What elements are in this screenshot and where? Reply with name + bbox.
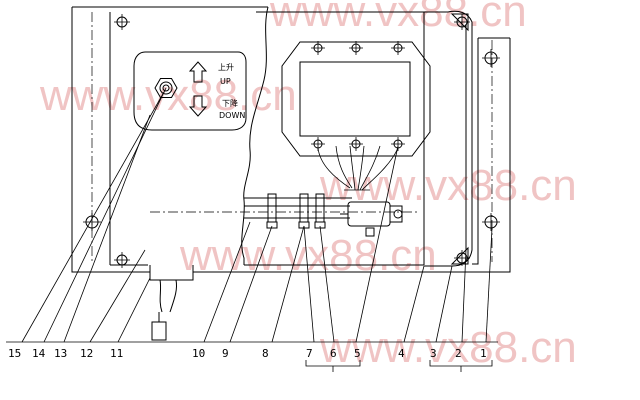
part-label-15: 15 [8, 347, 21, 360]
part-label-5: 5 [354, 347, 361, 360]
watermark-top: www.vx88.cn [269, 0, 527, 36]
terminal-top-1-icon [311, 41, 325, 55]
screw-bottom-right-icon [454, 250, 470, 266]
terminal-top-3-icon [391, 41, 405, 55]
label-up-en: UP [220, 77, 231, 86]
clamp-1-icon [266, 193, 278, 229]
part-label-11: 11 [110, 347, 123, 360]
watermark-left: www.vx88.cn [39, 71, 297, 120]
part-label-14: 14 [32, 347, 46, 360]
part-label-8: 8 [262, 347, 269, 360]
part-label-13: 13 [54, 347, 67, 360]
leader-lines [6, 87, 498, 343]
part-label-9: 9 [222, 347, 229, 360]
terminal-bottom-2-icon [349, 137, 363, 151]
cable-rail [244, 193, 403, 237]
part-label-3: 3 [430, 347, 437, 360]
part-label-1: 1 [480, 347, 487, 360]
cabinet-frame [71, 6, 511, 273]
watermark-right: www.vx88.cn [319, 161, 577, 210]
screw-bottom-left-icon [114, 252, 130, 268]
part-label-6: 6 [330, 347, 337, 360]
screw-right-upper-icon [482, 49, 500, 67]
relay-icon [340, 201, 403, 237]
screw-top-right-icon [454, 14, 470, 30]
part-label-2: 2 [455, 347, 462, 360]
wiring-bundle [317, 145, 399, 191]
label-down-en: DOWN [219, 111, 245, 120]
watermark-layer: www.vx88.cn www.vx88.cn www.vx88.cn www.… [39, 0, 577, 372]
clamp-2-icon [298, 193, 310, 229]
screw-top-left-icon [114, 14, 130, 30]
transformer-unit [281, 41, 431, 157]
screw-right-lower-icon [482, 213, 500, 231]
label-down-cn: 下降 [222, 98, 238, 108]
corner-brackets [450, 13, 469, 265]
part-label-10: 10 [192, 347, 205, 360]
group-brackets [305, 360, 493, 372]
label-up-cn: 上升 [218, 63, 234, 72]
terminal-top-2-icon [349, 41, 363, 55]
mounting-screws [83, 14, 500, 268]
up-arrow-icon [188, 61, 208, 83]
cable-gland [149, 265, 194, 341]
part-label-12: 12 [80, 347, 93, 360]
watermark-bottom: www.vx88.cn [319, 323, 577, 372]
part-number-labels: 15 14 13 12 11 10 9 8 7 6 5 4 3 2 1 [8, 347, 487, 360]
center-lines [91, 12, 493, 262]
down-arrow-icon [188, 95, 208, 117]
part-label-7: 7 [306, 347, 313, 360]
screw-left-lower-icon [83, 213, 101, 231]
part-label-4: 4 [398, 347, 405, 360]
